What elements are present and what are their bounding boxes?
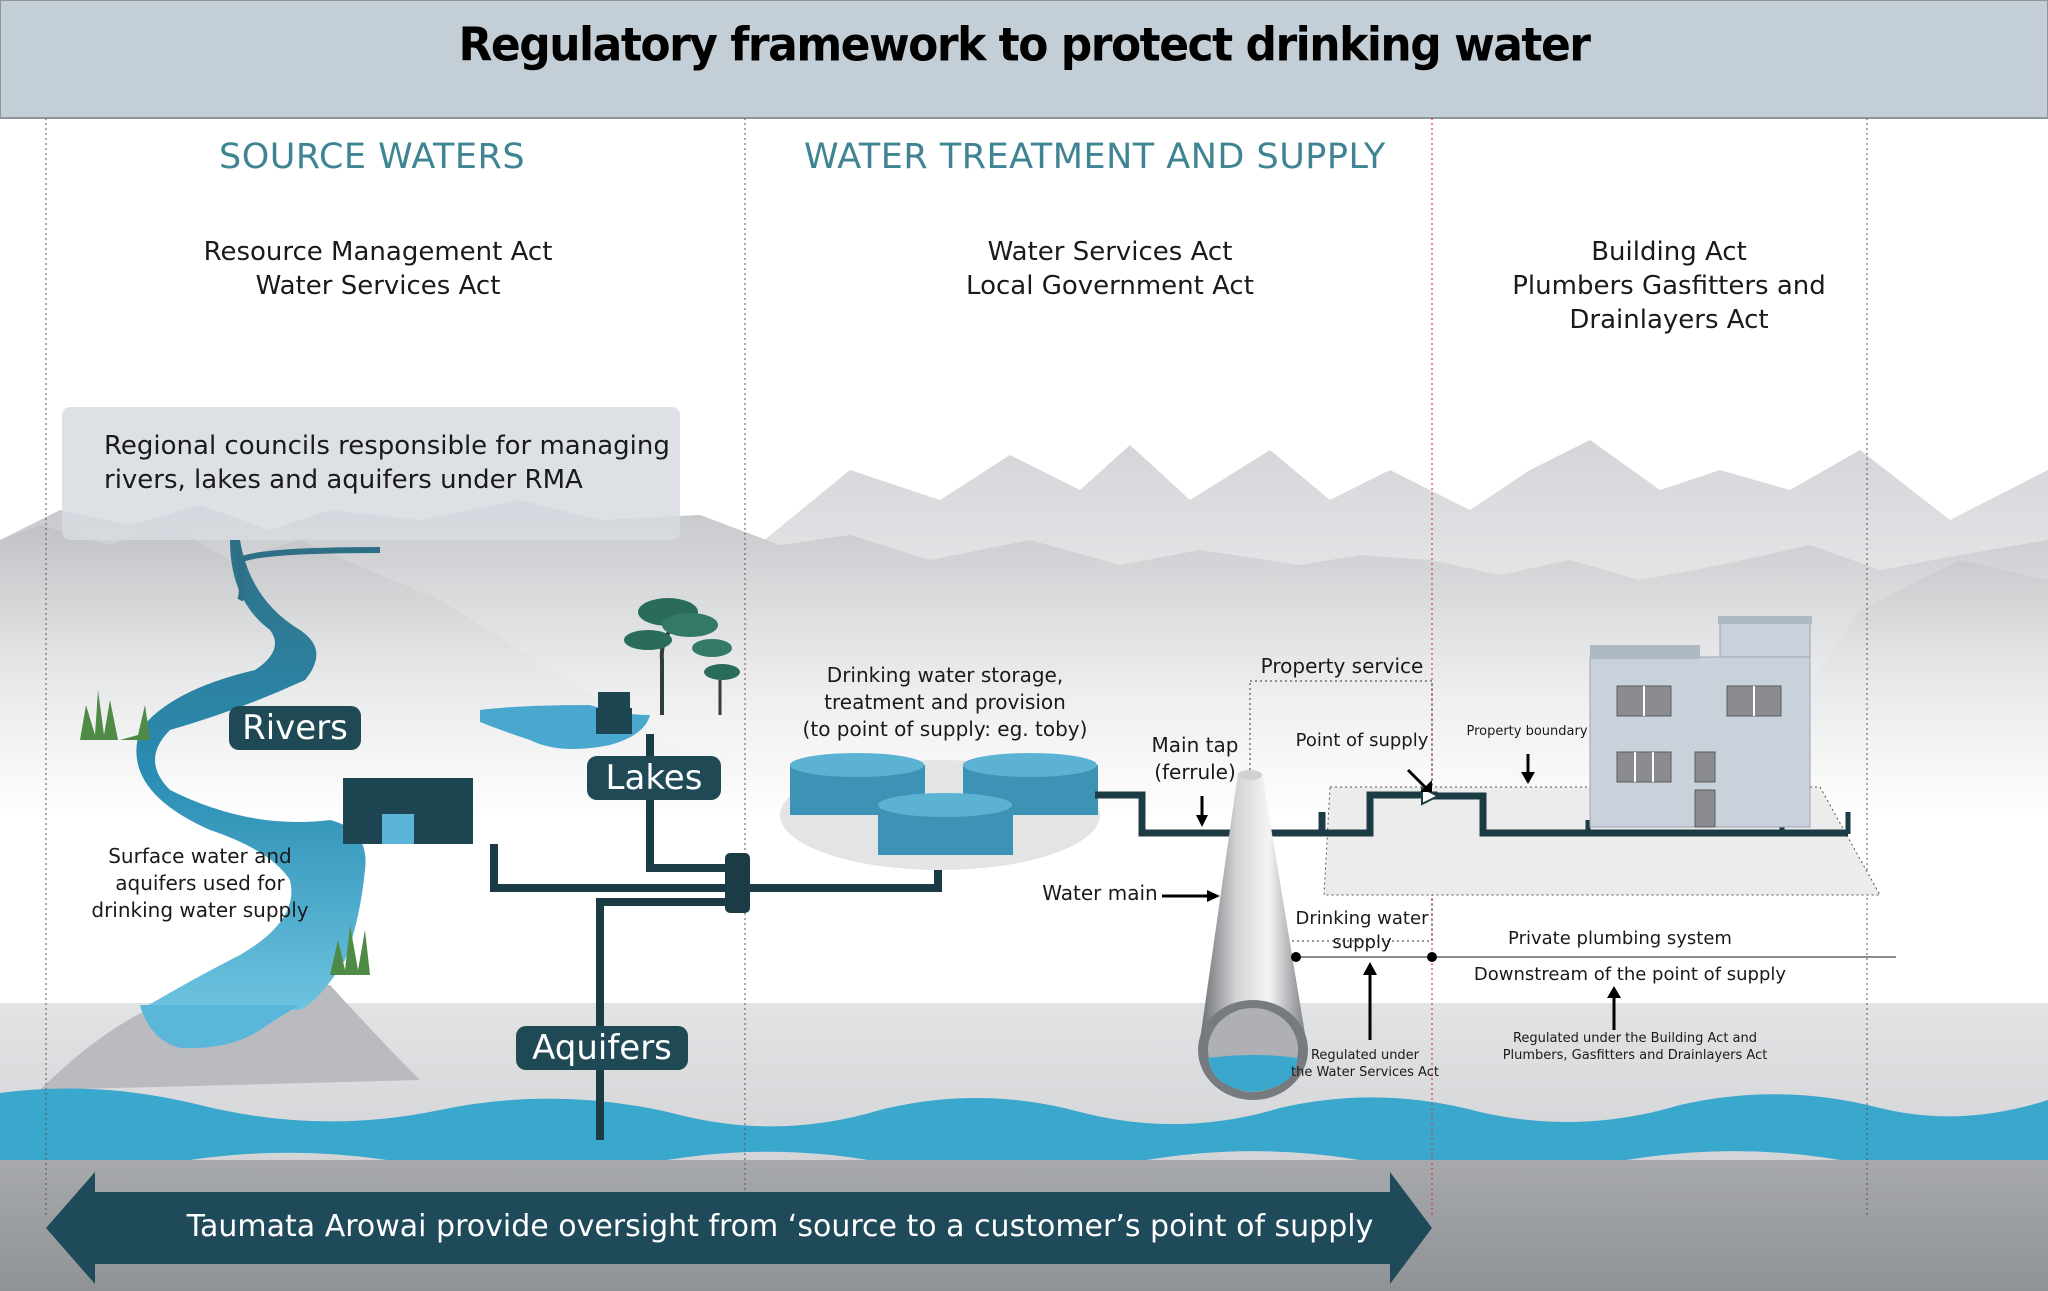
regulated-ba-label: Regulated under the Building Act and Plu… (1502, 1031, 1768, 1063)
rivers-label: Rivers (229, 706, 361, 750)
act-water-services: Water Services Act (255, 271, 501, 301)
main-tap-arrow-head (1196, 815, 1208, 827)
header-bar (0, 0, 2048, 119)
regulated-wsa-arrow-head (1363, 962, 1377, 975)
page-title: Regulatory framework to protect drinking… (458, 18, 1591, 73)
oversight-label: Taumata Arowai provide oversight from ‘s… (186, 1209, 1374, 1244)
supply-line-pos-dot (1427, 952, 1437, 962)
lake-intake (598, 692, 630, 708)
property-boundary-label: Property boundary (1466, 724, 1588, 739)
surface-water-label: Surface water and aquifers used for drin… (91, 844, 309, 922)
storage-tank-front (878, 793, 1013, 855)
main-tap-label: Main tap (ferrule) (1151, 733, 1239, 784)
aquifers-label: Aquifers (516, 1026, 688, 1070)
oversight-arrow (46, 1172, 1432, 1284)
lakes-label: Lakes (587, 756, 721, 800)
act-building: Building Act (1591, 237, 1747, 267)
point-of-supply-arrow-head (1420, 780, 1432, 792)
acts-building: Building Act Plumbers Gasfitters and Dra… (1469, 235, 1869, 337)
tree-lakes (624, 598, 740, 715)
drinking-water-supply-label: Drinking water supply (1295, 908, 1429, 953)
grass-clump-river (330, 925, 370, 975)
grass-clump-left (80, 690, 150, 740)
pipe-junction (725, 853, 750, 913)
section-source-waters: SOURCE WATERS (219, 137, 526, 177)
private-plumbing-label: Private plumbing system (1508, 928, 1732, 949)
river (136, 540, 366, 1010)
supply-line-start-dot (1291, 952, 1301, 962)
river-source (233, 541, 381, 602)
house (1589, 616, 1812, 828)
property-service-label: Property service (1260, 654, 1424, 678)
water-main-pipe (1198, 770, 1308, 1100)
act-local-government: Local Government Act (966, 271, 1254, 301)
river-intake-arch (382, 814, 414, 844)
act-resource-management: Resource Management Act (203, 237, 553, 267)
storage-label: Drinking water storage, treatment and pr… (802, 663, 1088, 741)
section-water-treatment: WATER TREATMENT AND SUPPLY (804, 137, 1386, 177)
river-pool (140, 1005, 300, 1049)
regulated-wsa-label: Regulated under the Water Services Act (1291, 1048, 1439, 1080)
councils-note-line-1: Regional councils responsible for managi… (104, 431, 670, 461)
councils-box (62, 407, 680, 540)
act-water-services: Water Services Act (987, 237, 1233, 267)
underground-water (0, 1088, 2048, 1176)
acts-treatment: Water Services Act Local Government Act (910, 235, 1310, 303)
mountain-range-front (0, 525, 2048, 820)
river-intake-top (343, 778, 473, 796)
property-boundary-arrow-head (1521, 772, 1535, 784)
act-plumbers-line-2: Drainlayers Act (1569, 305, 1769, 335)
councils-note-line-2: rivers, lakes and aquifers under RMA (104, 465, 583, 495)
point-of-supply-arrow (1406, 768, 1430, 792)
councils-note: Regional councils responsible for managi… (104, 429, 670, 497)
water-main-label: Water main (1042, 881, 1158, 905)
point-of-supply-label: Point of supply (1295, 730, 1429, 751)
act-plumbers-line-1: Plumbers Gasfitters and (1512, 271, 1826, 301)
water-main-arrow-head (1207, 890, 1220, 902)
regulated-ba-arrow-head (1607, 986, 1621, 998)
source-pipes (490, 734, 942, 1140)
lake-intake-base (596, 708, 632, 734)
downstream-label: Downstream of the point of supply (1473, 964, 1787, 985)
main-outlet-pipe (1095, 791, 1326, 837)
acts-source: Resource Management Act Water Services A… (178, 235, 578, 303)
